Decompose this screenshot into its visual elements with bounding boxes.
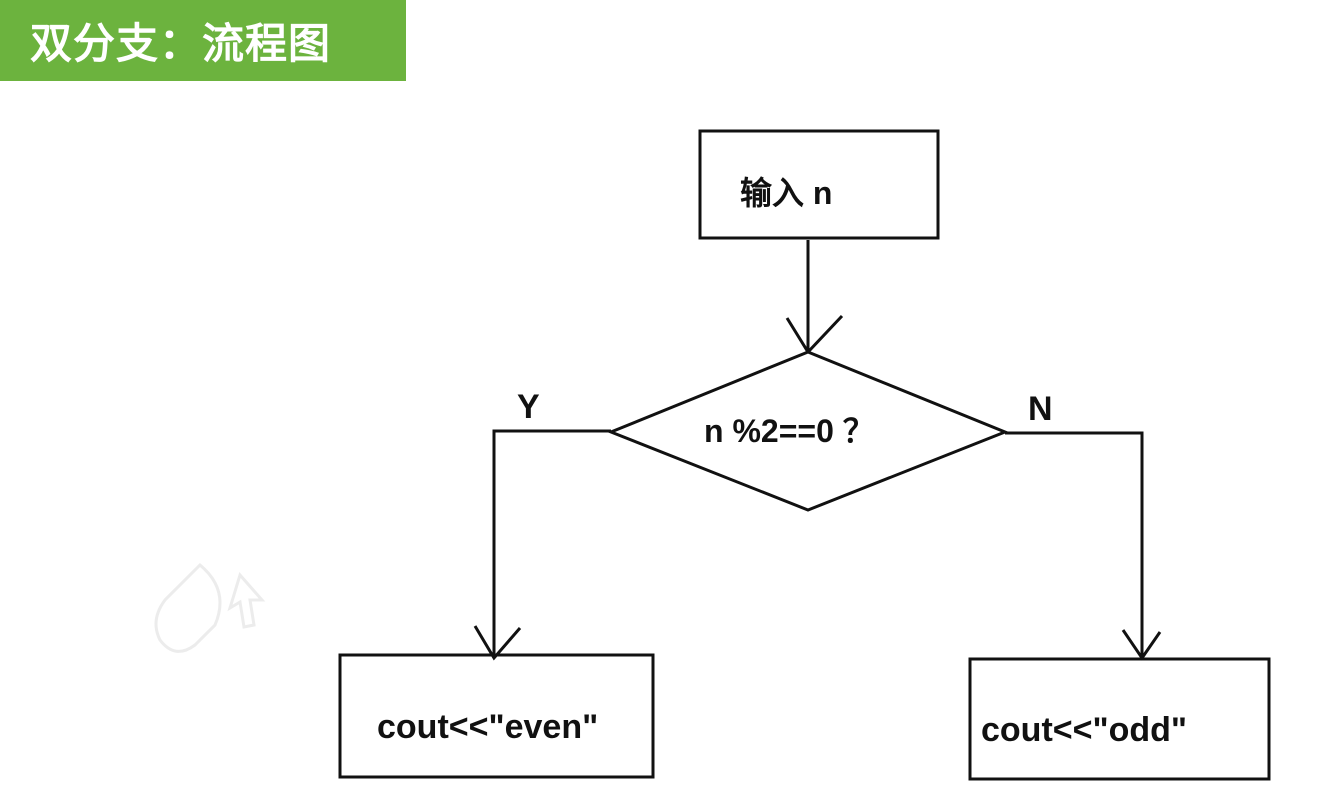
decision-label: n %2==0 ？ [704,413,875,449]
decision-diamond-shape [606,350,1010,512]
slide-title: 双分支：流程图 [30,19,332,68]
yes-branch: Y [473,388,611,661]
even-box-frame [338,653,655,779]
input-box-label: 输入 n [740,175,832,211]
title-banner: 双分支：流程图 [0,0,406,81]
mouse-cursor-icon [154,562,266,653]
arrow-down-icon [473,625,522,661]
odd-box-frame [968,657,1271,781]
odd-output-box: cout<<"odd" [968,657,1271,781]
decision-diamond: n %2==0 ？ [606,350,1010,512]
even-box-label: cout<<"even" [377,708,598,746]
no-branch-line [1005,431,1144,658]
connector-input-to-decision [785,240,844,355]
yes-branch-line [492,429,611,658]
arrow-down-icon [785,314,844,355]
even-output-box: cout<<"even" [338,653,655,779]
odd-box-label: cout<<"odd" [981,711,1187,749]
input-box-frame [698,129,940,240]
no-label: N [1028,390,1053,428]
no-branch: N [1005,390,1162,661]
input-box: 输入 n [698,129,940,240]
yes-label: Y [517,388,540,426]
